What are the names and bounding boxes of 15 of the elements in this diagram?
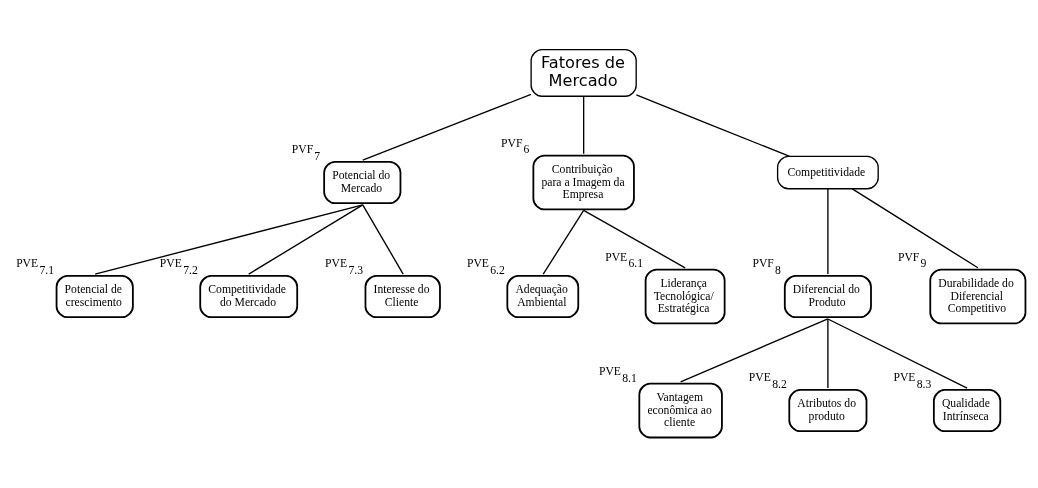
connector bbox=[362, 93, 532, 161]
connector bbox=[248, 204, 364, 275]
connector bbox=[827, 318, 829, 389]
connector bbox=[542, 209, 585, 275]
node-box: Fatores de Mercado bbox=[530, 48, 637, 97]
connector bbox=[582, 95, 585, 155]
connector bbox=[851, 188, 979, 269]
node-box: Competitividade bbox=[776, 155, 879, 190]
connector bbox=[827, 188, 829, 275]
connector bbox=[362, 204, 404, 275]
connector bbox=[827, 318, 968, 389]
connector bbox=[582, 209, 686, 269]
connector bbox=[679, 318, 829, 383]
connector bbox=[94, 204, 364, 275]
connector bbox=[635, 94, 791, 158]
